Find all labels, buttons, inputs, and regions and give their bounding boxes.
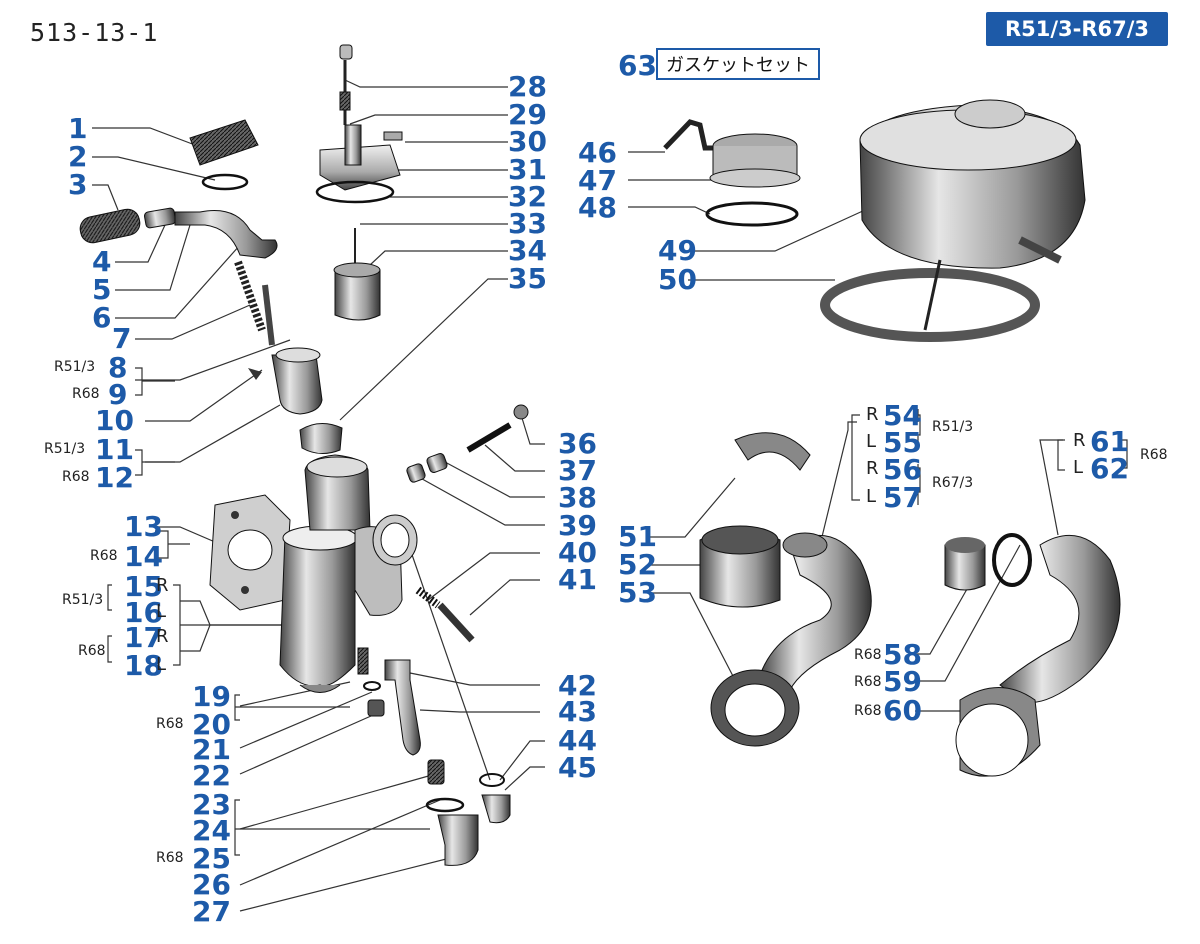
part-number-36: 36 bbox=[558, 427, 597, 460]
air-filter-artwork bbox=[663, 99, 1086, 342]
model-note: R67/3 bbox=[932, 475, 974, 491]
part-number-43: 43 bbox=[558, 695, 597, 728]
part-number-8: 8 bbox=[108, 351, 128, 384]
part-number-47: 47 bbox=[578, 164, 617, 197]
part-number-34: 34 bbox=[508, 234, 547, 267]
part-number-54: 54 bbox=[883, 399, 922, 432]
model-note: R68 bbox=[90, 548, 118, 564]
side-label: R bbox=[866, 404, 879, 425]
part-number-58: 58 bbox=[883, 638, 922, 671]
side-label: R bbox=[156, 626, 169, 647]
part-number-19: 19 bbox=[192, 680, 231, 713]
side-label: L bbox=[1073, 457, 1084, 478]
part-number-30: 30 bbox=[508, 125, 547, 158]
part-number-37: 37 bbox=[558, 454, 597, 487]
part-number-61: 61 bbox=[1090, 425, 1129, 458]
model-note: R51/3 bbox=[54, 359, 96, 375]
page-id: 513-13-1 bbox=[30, 18, 159, 47]
part-number-7: 7 bbox=[112, 322, 132, 355]
side-label: L bbox=[866, 486, 877, 507]
part-number-31: 31 bbox=[508, 153, 547, 186]
side-label: L bbox=[156, 601, 167, 622]
part-number-57: 57 bbox=[883, 481, 922, 514]
part-number-27: 27 bbox=[192, 895, 231, 928]
gasket-set-label: ガスケットセット bbox=[656, 48, 820, 80]
model-note: R68 bbox=[854, 647, 882, 663]
part-number-22: 22 bbox=[192, 759, 231, 792]
part-number-18: 18 bbox=[124, 649, 163, 682]
part-number-29: 29 bbox=[508, 98, 547, 131]
part-number-52: 52 bbox=[618, 548, 657, 581]
part-number-35: 35 bbox=[508, 262, 547, 295]
part-number-3: 3 bbox=[68, 168, 88, 201]
part-number-2: 2 bbox=[68, 140, 88, 173]
part-number-50: 50 bbox=[658, 263, 697, 296]
intake-pipes-artwork bbox=[699, 432, 1121, 777]
part-number-6: 6 bbox=[92, 301, 112, 334]
part-number-11: 11 bbox=[95, 433, 134, 466]
model-note: R68 bbox=[156, 850, 184, 866]
part-number-53: 53 bbox=[618, 576, 657, 609]
part-number-14: 14 bbox=[124, 540, 163, 573]
model-note: R68 bbox=[854, 703, 882, 719]
model-note: R68 bbox=[156, 716, 184, 732]
side-label: R bbox=[1073, 430, 1086, 451]
part-number-4: 4 bbox=[92, 245, 112, 278]
part-number-40: 40 bbox=[558, 536, 597, 569]
part-number-25: 25 bbox=[192, 842, 231, 875]
part-number-26: 26 bbox=[192, 868, 231, 901]
side-label: L bbox=[156, 654, 167, 675]
part-number-13: 13 bbox=[124, 510, 163, 543]
part-number-51: 51 bbox=[618, 520, 657, 553]
part-number-15: 15 bbox=[124, 570, 163, 603]
model-note: R51/3 bbox=[62, 592, 104, 608]
part-number-1: 1 bbox=[68, 112, 88, 145]
part-number-20: 20 bbox=[192, 708, 231, 741]
part-number-24: 24 bbox=[192, 814, 231, 847]
part-number-10: 10 bbox=[95, 404, 134, 437]
part-number-5: 5 bbox=[92, 273, 112, 306]
part-number-9: 9 bbox=[108, 378, 128, 411]
side-label: R bbox=[156, 575, 169, 596]
callout-number: 63 bbox=[618, 49, 657, 82]
model-note: R68 bbox=[78, 643, 106, 659]
carburetor-artwork bbox=[79, 44, 529, 866]
part-number-55: 55 bbox=[883, 426, 922, 459]
model-note: R68 bbox=[62, 469, 90, 485]
part-number-12: 12 bbox=[95, 461, 134, 494]
part-number-33: 33 bbox=[508, 207, 547, 240]
model-note: R68 bbox=[854, 674, 882, 690]
part-number-28: 28 bbox=[508, 70, 547, 103]
part-number-32: 32 bbox=[508, 180, 547, 213]
side-label: L bbox=[866, 431, 877, 452]
part-number-23: 23 bbox=[192, 788, 231, 821]
model-note: R51/3 bbox=[932, 419, 974, 435]
part-number-62: 62 bbox=[1090, 452, 1129, 485]
part-number-49: 49 bbox=[658, 234, 697, 267]
part-number-42: 42 bbox=[558, 669, 597, 702]
part-number-38: 38 bbox=[558, 481, 597, 514]
model-note: R68 bbox=[1140, 447, 1168, 463]
part-number-56: 56 bbox=[883, 453, 922, 486]
part-number-59: 59 bbox=[883, 665, 922, 698]
part-number-46: 46 bbox=[578, 136, 617, 169]
part-number-17: 17 bbox=[124, 621, 163, 654]
part-number-44: 44 bbox=[558, 724, 597, 757]
part-number-48: 48 bbox=[578, 191, 617, 224]
side-label: R bbox=[866, 458, 879, 479]
part-number-21: 21 bbox=[192, 733, 231, 766]
part-number-39: 39 bbox=[558, 509, 597, 542]
part-number-41: 41 bbox=[558, 563, 597, 596]
part-number-16: 16 bbox=[124, 596, 163, 629]
model-note: R68 bbox=[72, 386, 100, 402]
part-number-60: 60 bbox=[883, 694, 922, 727]
part-number-45: 45 bbox=[558, 751, 597, 784]
model-range-badge: R51/3-R67/3 bbox=[986, 12, 1168, 46]
model-note: R51/3 bbox=[44, 441, 86, 457]
model-brackets bbox=[107, 367, 1128, 856]
